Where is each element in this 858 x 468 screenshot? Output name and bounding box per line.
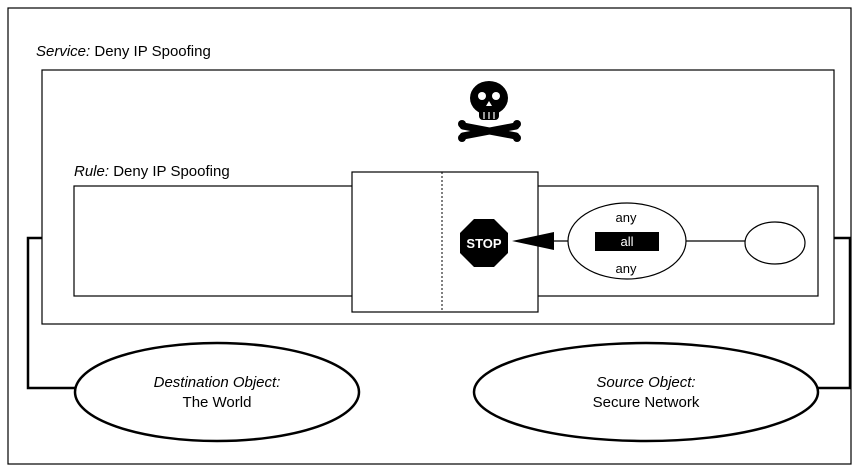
destination-name: The World [183, 394, 252, 411]
source-name: Secure Network [593, 394, 700, 411]
service-box[interactable] [41, 69, 835, 325]
destination-ellipse[interactable] [73, 341, 361, 443]
action-box[interactable] [351, 171, 539, 313]
filter-bottom-label: any [616, 261, 637, 276]
source-node[interactable] [744, 221, 806, 265]
rule-label: Rule: Deny IP Spoofing [74, 163, 230, 180]
destination-title: Destination Object: [154, 374, 281, 391]
source-bracket [790, 236, 852, 390]
flow-arrowhead [512, 232, 554, 250]
source-ellipse[interactable] [472, 341, 820, 443]
filter-top-label: any [616, 210, 637, 225]
stop-sign-icon: STOP [460, 219, 508, 267]
filter-all-box [595, 232, 659, 251]
destination-bracket [26, 236, 82, 390]
outer-frame [7, 7, 852, 465]
skull-crossbones-icon [458, 81, 521, 142]
source-title: Source Object: [596, 374, 695, 391]
service-label: Service: Deny IP Spoofing [36, 43, 211, 60]
stop-label: STOP [466, 236, 501, 251]
filter-all-label: all [620, 234, 633, 249]
